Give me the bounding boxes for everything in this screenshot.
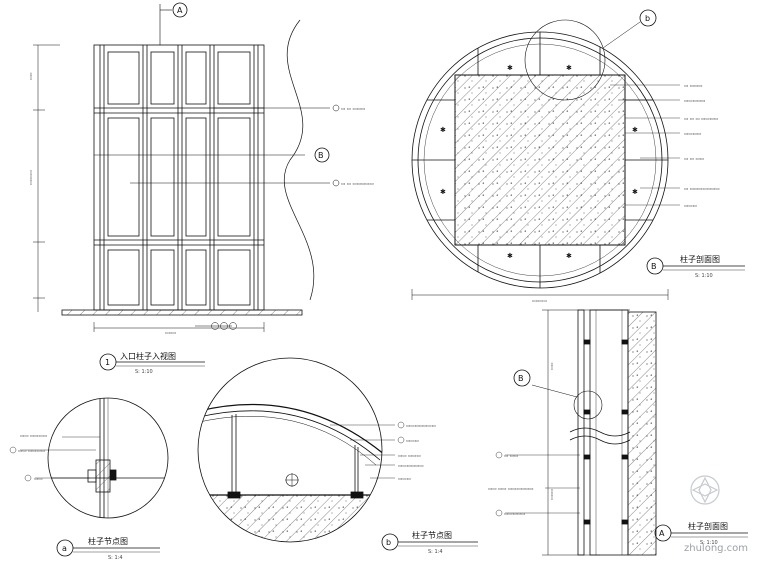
svg-text:▭ ▭ ▭▭: ▭ ▭ ▭▭ — [684, 157, 704, 162]
marker-plan-b-label: b — [645, 14, 650, 23]
marker-a-label: A — [177, 6, 183, 15]
watermark-logo — [690, 475, 720, 505]
svg-text:▭▭▭▭: ▭▭▭▭ — [684, 132, 701, 137]
view-letter-a: a — [62, 544, 67, 553]
svg-text:▭▭ ▭▭▭: ▭▭ ▭▭▭ — [398, 454, 421, 459]
svg-text:▭▭ ▭▭ ▭▭▭▭▭▭: ▭▭ ▭▭ ▭▭▭▭▭▭ — [488, 487, 533, 492]
svg-text:✱: ✱ — [507, 252, 513, 260]
svg-text:▭▭▭: ▭▭▭ — [398, 477, 411, 482]
note-elev-1: ▭ ▭ ▭▭▭ — [341, 107, 365, 112]
dim-3: ▭▭▭ — [165, 330, 177, 335]
svg-text:▭ ▭▭▭: ▭ ▭▭▭ — [684, 84, 702, 89]
svg-text:▭ ▭▭: ▭ ▭▭ — [504, 454, 518, 459]
view-number-1: 1 — [105, 358, 110, 367]
svg-text:▭▭▭: ▭▭▭ — [684, 204, 697, 209]
svg-text:▭▭▭: ▭▭▭ — [549, 488, 554, 500]
dim-2: ▭▭▭▭ — [28, 170, 33, 185]
elevation-notes: ▭ ▭ ▭▭▭ ▭ ▭ ▭▭▭▭▭ ▭▭ ▭▭▭▭ ▭▭▭ — [28, 72, 374, 335]
view-scale-section-b: S: 1:10 — [695, 273, 713, 279]
detail-a — [9, 397, 169, 519]
view-letter-b: B — [651, 262, 657, 271]
view-letter-section-a: A — [659, 529, 665, 538]
marker-side-b-label: B — [518, 374, 524, 383]
view-title-section-a: 柱子剖面图 — [688, 521, 728, 531]
svg-text:▭ ▭▭▭▭▭▭▭: ▭ ▭▭▭▭▭▭▭ — [684, 187, 719, 192]
view-title-detail-a: 柱子节点图 — [88, 536, 128, 546]
elevation-view — [33, 2, 340, 332]
view-title-elevation: 入口柱子入视图 — [120, 351, 176, 361]
view-letter-detail-b: b — [386, 538, 391, 547]
svg-text:▭▭▭▭▭▭▭: ▭▭▭▭▭▭▭ — [406, 424, 436, 429]
title-block-section-b — [646, 257, 745, 275]
svg-text:✱: ✱ — [632, 126, 638, 134]
section-a — [495, 309, 657, 556]
view-title-section-b: 柱子剖面图 — [680, 254, 720, 264]
svg-text:✱: ✱ — [440, 188, 446, 196]
marker-a-circle — [172, 2, 188, 18]
svg-text:✱: ✱ — [440, 126, 446, 134]
svg-text:▭▭ ▭▭▭▭: ▭▭ ▭▭▭▭ — [18, 449, 45, 454]
watermark-text: zhulong.com — [684, 543, 748, 554]
view-scale-detail-b: S: 1:4 — [428, 549, 443, 555]
svg-text:▭▭: ▭▭ — [549, 362, 554, 370]
svg-text:✱: ✱ — [566, 252, 572, 260]
svg-text:✱: ✱ — [566, 64, 572, 72]
detail-b — [197, 357, 405, 543]
detail-b-notes: ▭▭▭▭▭▭▭ ▭▭▭ ▭▭ ▭▭▭ ▭▭▭▭▭▭ ▭▭▭ — [398, 424, 436, 482]
title-block-detail-b — [381, 533, 478, 551]
view-scale-elevation: S: 1:10 — [135, 369, 153, 375]
marker-b-circle — [314, 147, 330, 163]
section-b-stars: ✱ ✱ ✱ ✱ ✱ ✱ ✱ ✱ — [440, 64, 638, 260]
section-b-notes: ▭ ▭▭▭ ▭▭▭▭▭ ▭ ▭ ▭ ▭▭▭▭ ▭▭▭▭ ▭ ▭ ▭▭ ▭ ▭▭▭… — [532, 84, 719, 303]
section-b-plan — [411, 9, 680, 300]
marker-b-label: B — [318, 151, 324, 160]
detail-a-notes: ▭▭ ▭▭▭▭ ▭▭ ▭▭▭▭ ▭▭ — [18, 434, 47, 482]
svg-text:▭▭▭▭▭: ▭▭▭▭▭ — [504, 512, 525, 517]
section-a-notes: ▭ ▭▭ ▭▭ ▭▭ ▭▭▭▭▭▭ ▭▭▭▭▭ ▭▭ ▭▭▭ — [488, 362, 554, 517]
note-elev-2: ▭ ▭ ▭▭▭▭▭ — [341, 182, 374, 187]
svg-text:✱: ✱ — [632, 188, 638, 196]
svg-text:✱: ✱ — [507, 64, 513, 72]
view-scale-detail-a: S: 1:4 — [108, 555, 123, 561]
svg-text:▭▭: ▭▭ — [34, 477, 43, 482]
title-block-detail-a — [56, 539, 160, 557]
svg-text:▭▭▭: ▭▭▭ — [406, 439, 419, 444]
svg-text:▭▭▭▭: ▭▭▭▭ — [532, 298, 547, 303]
view-title-detail-b: 柱子节点图 — [412, 530, 452, 540]
dim-1: ▭▭ — [28, 72, 33, 80]
svg-text:▭▭▭▭▭▭: ▭▭▭▭▭▭ — [398, 464, 424, 469]
title-block-elevation — [99, 353, 205, 371]
svg-text:▭▭ ▭▭▭▭: ▭▭ ▭▭▭▭ — [20, 434, 47, 439]
svg-text:▭ ▭ ▭ ▭▭▭▭: ▭ ▭ ▭ ▭▭▭▭ — [684, 117, 718, 122]
view-scale-section-a: S: 1:10 — [700, 540, 718, 546]
title-block-section-a — [654, 524, 748, 542]
svg-text:▭▭▭▭▭: ▭▭▭▭▭ — [684, 99, 705, 104]
